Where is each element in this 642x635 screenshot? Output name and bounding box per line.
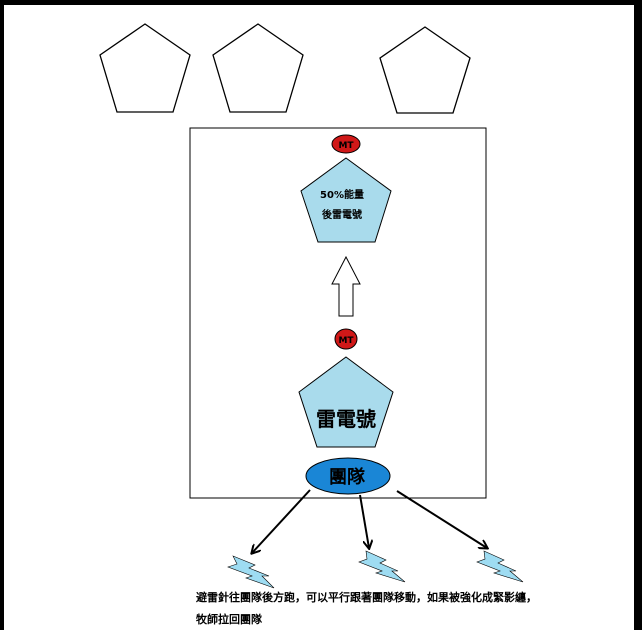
- arrow-left: [252, 489, 311, 553]
- lightning-icon-middle: [358, 550, 406, 583]
- empty-pentagon-1: [99, 23, 191, 113]
- empty-pentagon-2: [212, 23, 304, 113]
- arrow-middle: [359, 494, 369, 548]
- empty-pentagon-3: [379, 26, 471, 114]
- top-node-label-2: 後雷電號: [322, 208, 362, 221]
- up-arrow-icon: [331, 255, 361, 317]
- bottom-mt-badge-label: MT: [338, 336, 354, 346]
- bottom-mt-badge: MT: [334, 328, 358, 350]
- arrow-right: [396, 490, 487, 548]
- lightning-icon-right: [476, 550, 524, 583]
- lightning-icon-left: [227, 555, 275, 589]
- caption: 避雷針往團隊後方跑，可以平行跟著團隊移動，如果被強化成緊影纏， 牧師拉回團隊: [196, 587, 556, 631]
- caption-line-2: 牧師拉回團隊: [196, 613, 262, 626]
- diagram-svg: MT 50%能量 後雷電號 MT 雷電號 團隊: [99, 23, 524, 589]
- bottom-node-pentagon: [298, 356, 394, 448]
- top-node-label-1: 50%能量: [320, 188, 364, 201]
- top-node-pentagon: [300, 157, 392, 243]
- top-mt-badge: MT: [331, 134, 361, 154]
- bottom-node-label: 雷電號: [316, 407, 376, 431]
- team-label: 團隊: [329, 466, 366, 488]
- caption-line-1: 避雷針往團隊後方跑，可以平行跟著團隊移動，如果被強化成緊影纏，: [196, 591, 537, 604]
- top-mt-badge-label: MT: [338, 141, 354, 151]
- team-ellipse: 團隊: [305, 457, 391, 495]
